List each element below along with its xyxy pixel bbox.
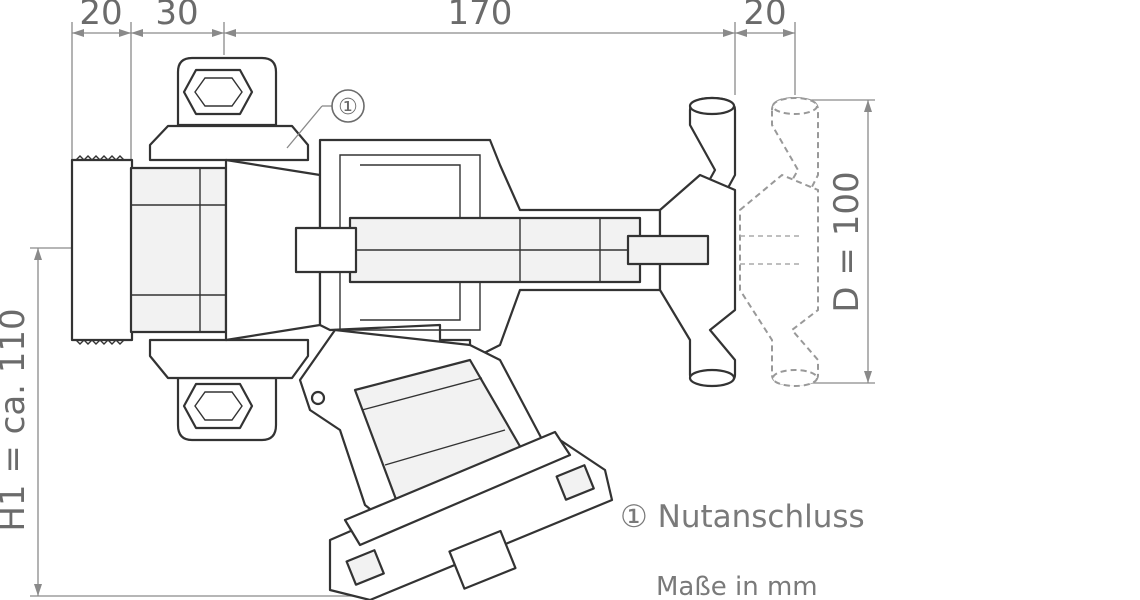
callout-leader <box>286 105 332 149</box>
threaded-inlet <box>70 155 228 345</box>
valve-housing <box>224 138 662 362</box>
dimension-20-right: 20 <box>743 0 786 33</box>
drain-groove-clamp <box>328 430 614 600</box>
dimension-170: 170 <box>448 0 513 33</box>
units-note: Maße in mm <box>656 572 818 600</box>
handwheel-alternate-position <box>739 96 819 387</box>
top-dimension-lines <box>71 22 796 160</box>
legend-nutanschluss: ① Nutanschluss <box>620 499 865 535</box>
callout-marker <box>331 89 365 123</box>
dimension-20-left: 20 <box>79 0 122 33</box>
callout-marker-label: ① <box>338 95 358 120</box>
groove-connection-coupling <box>148 56 310 442</box>
dimension-30: 30 <box>155 0 198 33</box>
diameter-dimension-label: D = 100 <box>827 171 867 312</box>
handwheel <box>626 96 737 388</box>
height-dimension-label: H1 = ca. 110 <box>0 308 33 531</box>
